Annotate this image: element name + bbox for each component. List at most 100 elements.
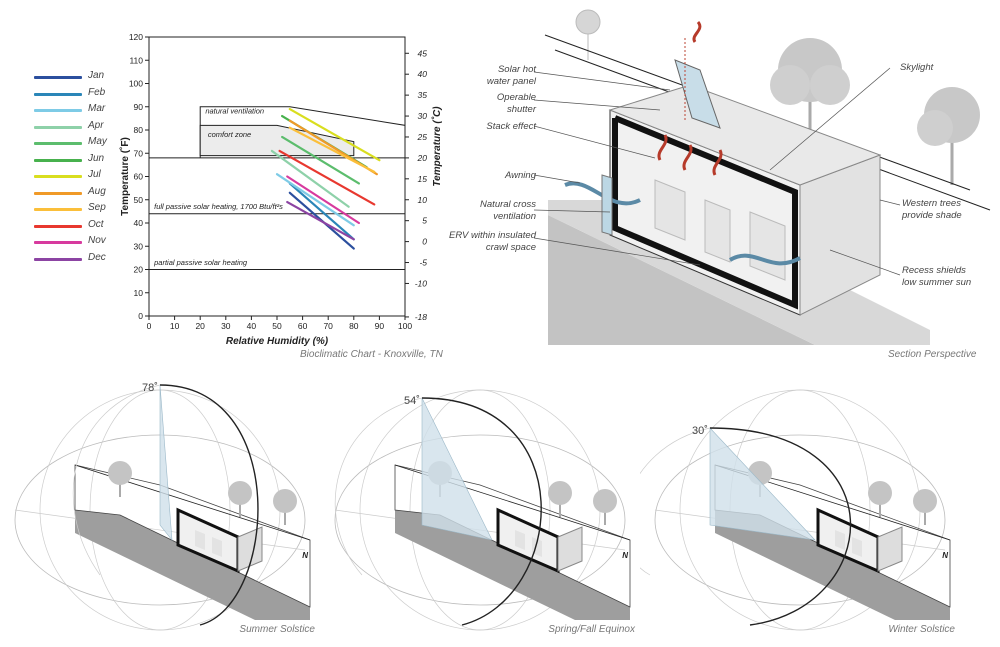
series-line-dec <box>286 200 355 241</box>
north-label: N <box>622 551 628 560</box>
sun-angle-label: 78˚ <box>142 382 158 394</box>
legend-swatch <box>34 224 82 228</box>
y2-tick-label: 20 <box>417 153 428 163</box>
tree-icon <box>593 489 617 525</box>
north-label: N <box>302 551 308 560</box>
sun-angle-wedge <box>709 427 816 541</box>
sun-path-arc <box>709 427 852 626</box>
x-tick-label: 40 <box>247 321 257 331</box>
legend-item: Aug <box>34 186 124 200</box>
sun-path-arc <box>159 384 259 626</box>
label-awning: Awning <box>505 170 536 181</box>
legend-label: Mar <box>88 103 106 114</box>
label-recess: Recess shields low summer sun <box>902 265 972 288</box>
legend-item: Nov <box>34 235 124 249</box>
legend-label: Oct <box>88 218 104 230</box>
legend-swatch <box>34 191 82 195</box>
y2-tick-label: 25 <box>417 132 428 142</box>
y2-tick-label: -18 <box>415 312 428 322</box>
legend-label: Jan <box>88 70 105 81</box>
plot-frame <box>148 36 406 317</box>
legend-swatch <box>34 158 82 162</box>
tree-icon <box>273 489 297 525</box>
label-skylight: Skylight <box>900 62 934 73</box>
zone-label-partial-passive: partial passive solar heating <box>153 258 248 267</box>
series-line-feb <box>288 182 355 241</box>
x-tick-label: 90 <box>375 321 385 331</box>
x-tick-label: 70 <box>323 321 333 331</box>
series-line-jul <box>288 107 381 162</box>
y2-tick-label: 45 <box>418 48 428 58</box>
sun-angle-label: 54˚ <box>404 395 420 407</box>
y2-tick-label: 30 <box>418 111 428 121</box>
label-solar-hot-water: Solar hot water panel <box>486 64 536 87</box>
sun-angle-wedge <box>159 384 173 541</box>
sun-path-diagram: 30˚N <box>640 389 951 631</box>
tree-icon <box>548 481 572 517</box>
natural-ventilation-zone <box>149 106 406 159</box>
label-natural-cross-ventilation: Natural cross ventilation <box>480 199 536 222</box>
sun-path-diagram: 78˚ N <box>14 382 311 631</box>
y2-tick-label: 35 <box>418 90 428 100</box>
y-tick-label: 90 <box>134 102 144 112</box>
legend-item: Oct <box>34 219 124 233</box>
y-tick-label: 120 <box>129 32 143 42</box>
legend-item: Jun <box>34 153 124 167</box>
sun-path-diagram: 54˚ N <box>334 389 631 631</box>
zone-label-full-passive: full passive solar heating, 1700 Btu/ft²… <box>154 202 283 211</box>
legend-swatch <box>34 257 82 261</box>
legend-swatch <box>34 92 82 96</box>
y-tick-label: 60 <box>134 172 144 182</box>
section-caption: Section Perspective <box>888 349 977 360</box>
legend-item: Sep <box>34 202 124 216</box>
tree-icon <box>228 481 252 517</box>
y-tick-label: 10 <box>134 288 144 298</box>
y2-tick-label: 0 <box>422 237 427 247</box>
legend-label: May <box>88 136 107 147</box>
x-axis-label: Relative Humidity (%) <box>226 336 329 347</box>
tree-icon <box>917 87 980 185</box>
series-line-nov <box>286 175 361 225</box>
series-line-may <box>281 135 361 185</box>
y-tick-label: 70 <box>134 148 144 158</box>
label-erv: ERV within insulated crawl space <box>449 230 536 253</box>
x-tick-label: 100 <box>398 321 412 331</box>
comfort-zone <box>199 124 355 157</box>
legend-label: Feb <box>88 86 106 98</box>
y-tick-label: 80 <box>134 125 144 135</box>
legend-label: Sep <box>88 202 106 213</box>
label-stack-effect: Stack effect <box>486 121 536 132</box>
series-line-apr <box>270 149 350 208</box>
legend-swatch <box>34 142 82 145</box>
legend-swatch <box>34 76 82 79</box>
label-western-trees: Western trees provide shade <box>902 198 962 221</box>
y-tick-label: 100 <box>129 79 143 89</box>
sun-path-caption: Summer Solstice <box>239 624 315 635</box>
legend-item: Apr <box>34 120 124 134</box>
y2-tick-label: -10 <box>415 278 428 288</box>
sun-path-caption: Winter Solstice <box>888 624 955 635</box>
legend-label: Jun <box>88 152 105 164</box>
x-tick-label: 30 <box>221 321 231 331</box>
legend-swatch <box>34 241 82 244</box>
series-line-mar <box>275 173 355 227</box>
x-tick-label: 80 <box>349 321 359 331</box>
x-tick-label: 10 <box>170 321 180 331</box>
y-tick-label: 20 <box>134 265 144 275</box>
legend-label: Apr <box>88 119 104 131</box>
legend-item: Jul <box>34 169 124 183</box>
legend-item: Feb <box>34 87 124 101</box>
x-tick-label: 20 <box>195 321 205 331</box>
y-tick-label: 30 <box>134 241 144 251</box>
zone-label-natural-ventilation: natural ventilation <box>205 107 264 116</box>
tree-icon <box>108 461 132 497</box>
sun-path-arc <box>421 397 542 626</box>
y-axis-label: Temperature (˚F) <box>119 137 131 216</box>
house-model <box>176 507 263 574</box>
y2-tick-label: 5 <box>422 216 427 226</box>
x-tick-label: 0 <box>147 321 152 331</box>
y-tick-label: 110 <box>129 55 143 65</box>
series-line-oct <box>278 149 376 206</box>
section-perspective-diagram <box>533 9 991 345</box>
zone-label-comfort-zone: comfort zone <box>208 130 251 139</box>
